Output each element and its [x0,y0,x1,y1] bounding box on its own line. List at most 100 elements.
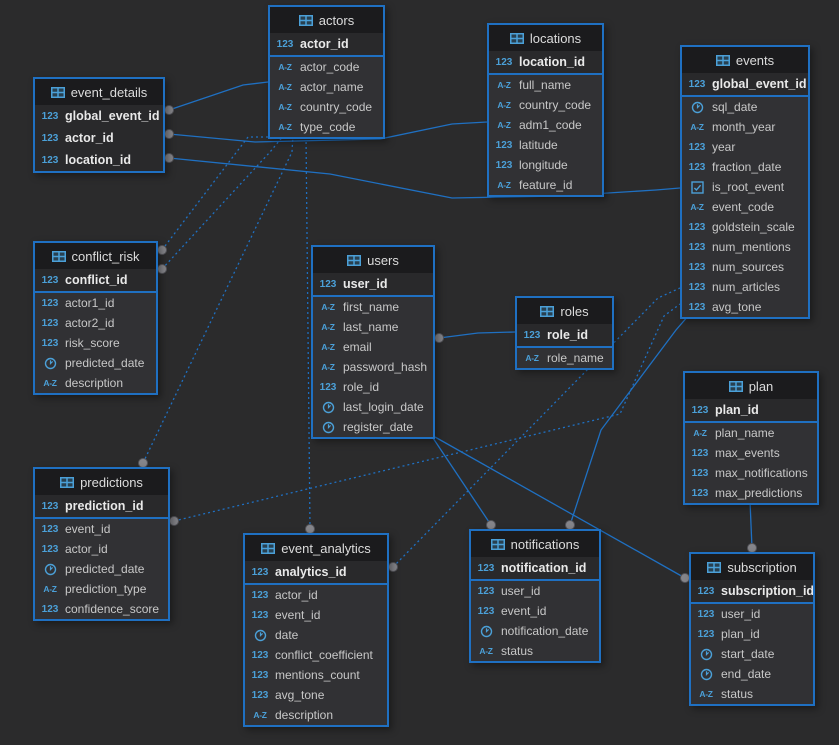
table-header-predictions[interactable]: predictions [35,469,168,495]
field-row-is_root_event[interactable]: is_root_event [682,177,808,197]
relationship-subscription-plan_id-to-plan[interactable] [749,500,753,549]
field-row-end_date[interactable]: end_date [691,664,813,684]
relationship-notifications-user_id-to-users[interactable] [430,434,492,526]
relationship-notifications-event_id-to-events[interactable] [569,314,690,526]
relationship-endpoint-dot[interactable] [157,245,167,255]
field-row-predicted_date[interactable]: predicted_date [35,559,168,579]
relationship-event_details-actor_id-to-actors[interactable] [168,81,269,111]
field-row-last_login_date[interactable]: last_login_date [313,397,433,417]
field-row-notification_date[interactable]: notification_date [471,621,599,641]
relationship-subscription-user_id-to-users[interactable] [434,436,686,579]
field-row-sql_date[interactable]: sql_date [682,97,808,117]
relationship-endpoint-dot[interactable] [388,562,398,572]
table-header-users[interactable]: users [313,247,433,273]
table-header-event_details[interactable]: event_details [35,79,163,105]
table-header-roles[interactable]: roles [517,298,612,324]
table-header-actors[interactable]: actors [270,7,383,33]
relationship-endpoint-dot[interactable] [164,129,174,139]
relationship-endpoint-dot[interactable] [434,333,444,343]
table-header-subscription[interactable]: subscription [691,554,813,580]
relationship-conflict_risk-actor2_id-to-actors[interactable] [161,134,285,270]
relationship-event_details-global_event_id-to-events[interactable] [168,157,681,199]
relationship-predictions-event_id-to-events[interactable] [173,303,681,522]
table-header-plan[interactable]: plan [685,373,817,399]
relationship-predictions-actor_id-to-actors[interactable] [142,134,294,464]
relationship-users-role_id-to-roles[interactable] [438,331,516,339]
relationship-event_analytics-event_id-to-events[interactable] [392,287,681,568]
field-row-predicted_date[interactable]: predicted_date [35,353,156,373]
relationship-conflict_risk-actor1_id-to-actors[interactable] [161,136,268,251]
relationship-endpoint-dot[interactable] [157,264,167,274]
field-row-date[interactable]: date [245,625,387,645]
table-header-conflict_risk[interactable]: conflict_risk [35,243,156,269]
relationship-endpoint-dot[interactable] [169,516,179,526]
relationship-endpoint-dot[interactable] [164,105,174,115]
table-header-locations[interactable]: locations [489,25,602,51]
table-header-events[interactable]: events [682,47,808,73]
